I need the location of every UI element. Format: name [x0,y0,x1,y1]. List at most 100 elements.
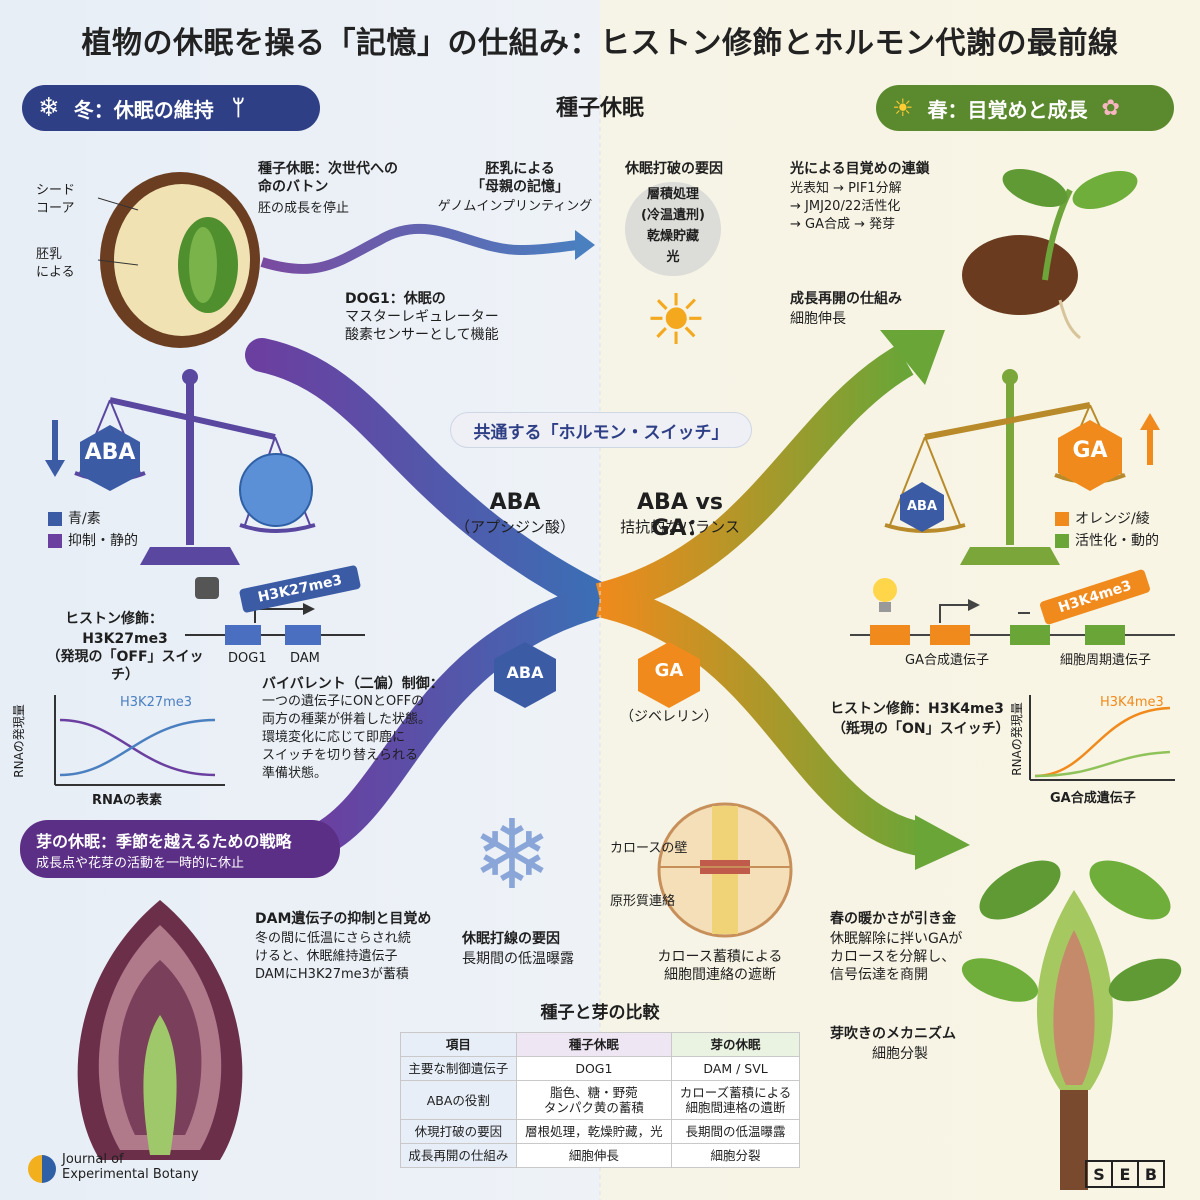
table-header: 種子休眠 [515,1032,673,1057]
table-cell: ABAの役割 [400,1080,517,1120]
spring-header: ☀ 春：目覚めと成長 ✿ [876,85,1174,131]
journal-name: Journal of Experimental Botany [62,1152,199,1182]
blossom-icon: ✿ [1101,95,1120,121]
table-header: 芽の休眠 [671,1032,800,1057]
table-header: 項目 [400,1032,517,1057]
journal-logo-icon [28,1155,56,1183]
table-cell: DOG1 [515,1056,673,1081]
comparison-table-title: 種子と芽の比較 [540,1003,660,1023]
sprouting-bud-illustration [961,860,1182,1190]
spring-header-label: 春：目覚めと成長 [927,97,1088,122]
callose-caption: カロース蓄積による 細胞間連絡の遮断 [657,949,783,983]
ga-scale-badge: GA [1072,438,1108,463]
spring-trigger-body: 休眠解除に拌いGAが カロースを分解し、 信号伝達を商開 [830,931,963,983]
seb-logo: S E B [1085,1160,1165,1188]
snowflake-icon: ❄ [471,799,553,911]
left-expression-graph [54,695,225,786]
table-cell: 細胞分裂 [671,1143,800,1168]
aba-hex-icon [494,642,556,708]
legend-purple-label: 抑制・静的 [68,533,138,549]
wave-arrowhead [575,230,595,260]
seed-coat-label: シード コーア [36,183,76,216]
aba-scale-badge: ABA [84,440,136,465]
callose-cell-wall-illustration [657,802,793,938]
seb-letter: S [1085,1160,1113,1188]
break-line-title: 休眠打線の要因 [462,931,560,947]
right-expression-graph [1029,695,1175,781]
right-gene-2: 細胞周期遺伝子 [1060,653,1152,668]
sun-icon: ☀ [644,279,708,361]
bud-cross-section-illustration [77,900,243,1160]
legend-item-green: 活性化・動的 [1055,530,1159,552]
break-factors-list: 層積処理 (冷温遺刑) 乾燥貯藏 光 [641,187,705,265]
vs-center-title: ABA vs GA： [637,490,723,541]
ga-hex-icon [638,642,700,708]
aba-hex-label: ABA [506,663,544,682]
seed-label-pointers [97,197,139,266]
break-factors-title: 休眠打破の要因 [625,161,723,177]
legend-item-orange: オレンジ/綾 [1055,508,1159,530]
table-cell: 主要な制御遺伝子 [400,1056,517,1081]
table-row: 休現打破の要因 層根処理，乾燥貯藏，光 長期間の低温曝露 [400,1119,800,1144]
legend-item-purple: 抑制・静的 [48,530,138,552]
aba-center-sub: （アプシジン酸） [454,518,575,536]
ga-hex-label: GA [654,660,684,681]
legend-item-blue: 青/素 [48,508,138,530]
bud-dormancy-sub: 成長点や花芽の活動を一時的に休止 [36,855,245,871]
spring-trigger-title: 春の暖かさが引き金 [830,911,956,927]
light-chain-body: 光表知 → PIF1分解 → JMJ20/22活性化 → GA合成 → 発芽 [790,181,902,232]
right-gene-1: GA合成遺伝子 [905,653,989,668]
left-balance-scale [45,369,316,565]
bud-dormancy-title: 芽の休眠：季節を越えるための戦略 [36,831,292,851]
callose-wall-label: カロースの壁 [610,841,688,856]
ga-center-sub: （ジベレリン） [620,709,718,725]
seb-letter: B [1139,1160,1165,1188]
maternal-memory-title: 胚乳による 「母親の記憶」 [471,161,569,195]
histone-right-body: （羝現の「ON」スイッチ） [832,721,1010,737]
table-cell: 休現打破の要因 [400,1119,517,1144]
seed-dormancy-title: 種子休眠：次世代への 命のバトン [258,161,398,195]
histone-left-body: H3K27me3 （発現の「OFF」スイッチ） [46,631,204,683]
dam-body: 冬の間に低温にさらされ続 けると、休眠維持遺伝子 DAMにH3K27me3が蓄積 [255,931,411,982]
table-cell: カローズ蓄積による 細胞間連格の遺断 [671,1080,800,1120]
table-cell: 成長再開の仕組み [400,1143,517,1168]
lower-right-flow [596,583,929,857]
table-header-row: 項目 種子休眠 芽の休眠 [400,1032,800,1057]
seed-illustration [100,172,260,348]
left-gene-1: DOG1 [228,651,267,666]
left-gene-2: DAM [290,651,320,666]
upper-right-arrowhead [880,330,945,385]
legend-orange-label: オレンジ/綾 [1075,511,1150,527]
growth-restart-body: 細胞伸長 [790,311,846,327]
right-balance-scale [884,369,1160,565]
bare-tree-icon: ᛘ [231,95,245,121]
hormone-switch-label: 共通する「ホルモン・スイッチ」 [473,422,729,443]
snowflake-icon: ❄ [38,93,60,123]
light-chain-title: 光による目覚めの連鎖 [790,161,930,177]
page-title: 植物の休眠を操る「記憶」の仕組み：ヒストン修飾とホルモン代謝の最前線 [81,26,1119,61]
left-gene-strip [185,577,365,645]
table-cell: 脂色、糖・野菀 タンパク黄の蓄積 [515,1080,673,1120]
aba-small-badge: ABA [906,499,938,514]
legend-green-label: 活性化・動的 [1075,533,1159,549]
winter-header-label: 冬：休眠の維持 [73,97,214,122]
dog1-title: DOG1：休眠の [345,291,446,307]
bud-dormancy-banner: 芽の休眠：季節を越えるための戦略 成長点や花芽の活動を一時的に休止 [20,820,340,878]
endosperm-label: 胚乳 による [36,247,75,280]
table-cell: 層根処理，乾燥貯藏，光 [515,1119,673,1144]
bud-break-body: 細胞分製 [872,1046,928,1062]
right-graph-ylabel: RNAの発現量 [1009,702,1024,776]
right-graph-xlabel: GA合成遺伝子 [1050,791,1136,806]
table-row: 成長再開の仕組み 細胞伸長 細胞分裂 [400,1143,800,1168]
upper-left-flow [245,338,617,617]
sun-icon: ☀ [892,94,914,122]
growth-restart-title: 成長再開の仕組み [790,291,902,307]
right-gene-strip [850,578,1175,645]
bivalent-title: バイバレント（二偏）制御： [262,676,444,692]
table-row: ABAの役割 脂色、糖・野菀 タンパク黄の蓄積 カローズ蓄積による 細胞間連格の… [400,1080,800,1120]
maternal-memory-sub: ゲノムインプリンティング [437,199,593,214]
bud-break-title: 芽吹きのメカニズム [830,1026,956,1042]
right-graph-series: H3K4me3 [1100,695,1164,710]
